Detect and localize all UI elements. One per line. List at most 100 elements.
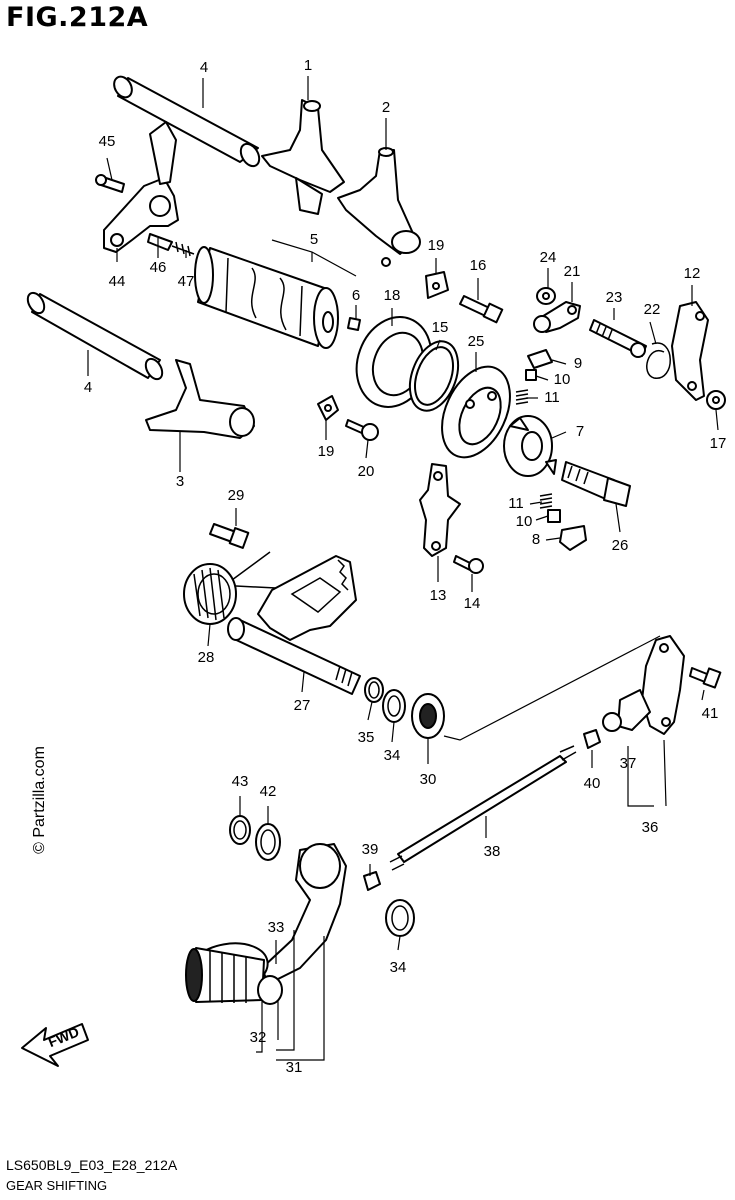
callout-1: 1 [304, 57, 312, 74]
washer-24 [536, 287, 556, 305]
cam-driven-gear [441, 365, 511, 459]
callout-37: 37 [620, 755, 637, 772]
shift-fork-1 [261, 99, 345, 215]
callout-29: 29 [228, 487, 245, 504]
callout-32: 32 [250, 1029, 267, 1046]
callout-20: 20 [358, 463, 375, 480]
callout-21: 21 [564, 263, 581, 280]
washer-42 [255, 823, 281, 861]
cam-stopper-arm-21 [533, 301, 581, 333]
callout-19-top: 19 [428, 237, 445, 254]
callout-35: 35 [358, 729, 375, 746]
bolt-23 [589, 319, 647, 358]
callout-4: 4 [200, 59, 208, 76]
callout-45: 45 [99, 133, 116, 150]
shift-fork-2 [337, 147, 421, 267]
bolt-29 [209, 523, 250, 549]
callout-24: 24 [540, 249, 557, 266]
callout-2: 2 [382, 99, 390, 116]
cam-stopper-19-mid [317, 395, 339, 421]
nut-17 [706, 390, 726, 410]
callout-47: 47 [178, 273, 195, 290]
washer-34-mid [382, 689, 406, 723]
callout-18: 18 [384, 287, 401, 304]
callout-41: 41 [702, 705, 719, 722]
callout-5: 5 [310, 231, 318, 248]
oil-seal-30 [411, 693, 445, 739]
shift-fork-shaft-top [113, 75, 261, 168]
callout-6: 6 [352, 287, 360, 304]
snap-ring-35 [364, 677, 384, 703]
callout-labels: 4 1 2 45 5 6 44 46 47 19 16 24 21 12 18 … [84, 57, 727, 1076]
gearshift-shaft-27 [227, 555, 361, 695]
washer-34-bottom [385, 899, 415, 937]
snap-ring [408, 340, 460, 412]
callout-11-bottom: 11 [508, 495, 524, 512]
pin-26 [561, 461, 631, 507]
callout-27: 27 [294, 697, 311, 714]
spring-11-top [515, 389, 529, 405]
pin-10-bottom [547, 509, 561, 523]
callout-14: 14 [464, 595, 481, 612]
callout-34-mid: 34 [384, 747, 401, 764]
nut-40 [583, 729, 601, 749]
nut-39 [363, 871, 381, 891]
stopper-plate-12 [671, 301, 709, 401]
pawl-9 [527, 349, 553, 369]
shift-fork-3 [145, 359, 255, 439]
screw-20 [345, 419, 379, 441]
callout-46: 46 [150, 259, 167, 276]
callout-23: 23 [606, 289, 623, 306]
callout-7: 7 [576, 423, 584, 440]
callout-36: 36 [642, 819, 659, 836]
figure-code: LS650BL9_E03_E28_212A [6, 1157, 178, 1173]
callout-17: 17 [710, 435, 727, 452]
callout-43: 43 [232, 773, 249, 790]
pawl-8 [559, 525, 587, 551]
callout-10-top: 10 [554, 371, 571, 388]
watermark-text: © Partzilla.com [31, 746, 48, 854]
callout-34-bottom: 34 [390, 959, 407, 976]
bolt-16 [459, 295, 504, 324]
spring-11-bottom [539, 493, 553, 509]
cam-guide-13 [419, 463, 461, 557]
callout-39: 39 [362, 841, 379, 858]
cam-stopper-plate [95, 121, 195, 257]
callout-38: 38 [484, 843, 501, 860]
callout-4-mid: 4 [84, 379, 92, 396]
callout-11-top: 11 [544, 389, 560, 406]
pawl-lifter-7 [503, 415, 557, 477]
callout-13: 13 [430, 587, 447, 604]
gearshift-arm-36 [602, 635, 685, 735]
callout-26: 26 [612, 537, 629, 554]
pin-10-top [525, 369, 537, 381]
callout-16: 16 [470, 257, 487, 274]
return-spring-28 [183, 551, 277, 625]
figure-caption: GEAR SHIFTING [6, 1178, 108, 1193]
callout-30: 30 [420, 771, 437, 788]
callout-44: 44 [109, 273, 126, 290]
callout-9: 9 [574, 355, 582, 372]
fwd-arrow-icon: FWD [21, 1023, 89, 1067]
callout-19-mid: 19 [318, 443, 335, 460]
cam-stopper-19-top [425, 271, 449, 299]
bolt-41 [689, 667, 722, 689]
gearshift-lever-31 [185, 843, 347, 1005]
figure-title: FIG.212A [6, 2, 149, 33]
callout-25: 25 [468, 333, 485, 350]
callout-33: 33 [268, 919, 285, 936]
callout-8: 8 [532, 531, 540, 548]
screw-14 [453, 555, 484, 574]
gearshift-cam [194, 246, 361, 349]
gearshift-link-rod-38 [389, 745, 577, 871]
callout-15: 15 [432, 319, 449, 336]
callout-10-bottom: 10 [516, 513, 533, 530]
callout-31: 31 [286, 1059, 303, 1076]
callout-22: 22 [644, 301, 661, 318]
callout-3: 3 [176, 473, 184, 490]
callout-12: 12 [684, 265, 701, 282]
spring-22 [646, 342, 671, 379]
washer-43 [229, 815, 251, 845]
